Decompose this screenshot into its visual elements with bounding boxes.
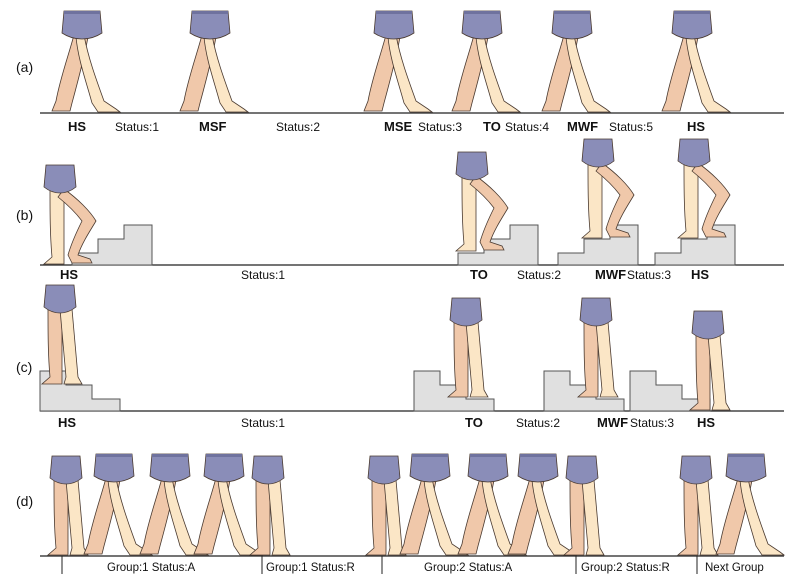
panel-a-figures (51, 10, 731, 113)
panel-b-label: (b) (16, 207, 33, 223)
status-label: Status:3 (630, 416, 674, 430)
event-label: MSF (199, 119, 227, 134)
status-label: Status:2 (516, 416, 560, 430)
event-label: TO (465, 415, 483, 430)
panel-d-label: (d) (16, 493, 33, 509)
event-label: MWF (595, 267, 626, 282)
status-label: Status:1 (241, 268, 285, 282)
status-label: Status:3 (418, 120, 462, 134)
panel-c-label: (c) (16, 359, 32, 375)
event-label: HS (687, 119, 705, 134)
group-label: Next Group (705, 562, 764, 574)
panel-a-label: (a) (16, 59, 33, 75)
group-label: Group:1 Status:R (266, 562, 355, 574)
panel-b-stairs (71, 224, 736, 266)
status-label: Status:1 (241, 416, 285, 430)
panel-d-figures (47, 453, 785, 556)
group-label: Group:2 Status:A (424, 562, 513, 574)
status-label: Status:2 (276, 120, 320, 134)
status-label: Status:2 (517, 268, 561, 282)
status-label: Status:4 (505, 120, 549, 134)
event-label: HS (58, 415, 76, 430)
status-label: Status:3 (627, 268, 671, 282)
event-label: HS (68, 119, 86, 134)
status-label: Status:1 (115, 120, 159, 134)
event-label: HS (697, 415, 715, 430)
event-label: HS (691, 267, 709, 282)
group-label: Group:2 Status:R (581, 562, 670, 574)
group-label: Group:1 Status:A (107, 562, 196, 574)
event-label: TO (470, 267, 488, 282)
status-label: Status:5 (609, 120, 653, 134)
event-label: MSE (384, 119, 413, 134)
event-label: MWF (567, 119, 598, 134)
event-label: HS (60, 267, 78, 282)
event-label: TO (483, 119, 501, 134)
event-label: MWF (597, 415, 628, 430)
group-dividers (61, 556, 698, 574)
panel-c-figures (41, 284, 731, 411)
